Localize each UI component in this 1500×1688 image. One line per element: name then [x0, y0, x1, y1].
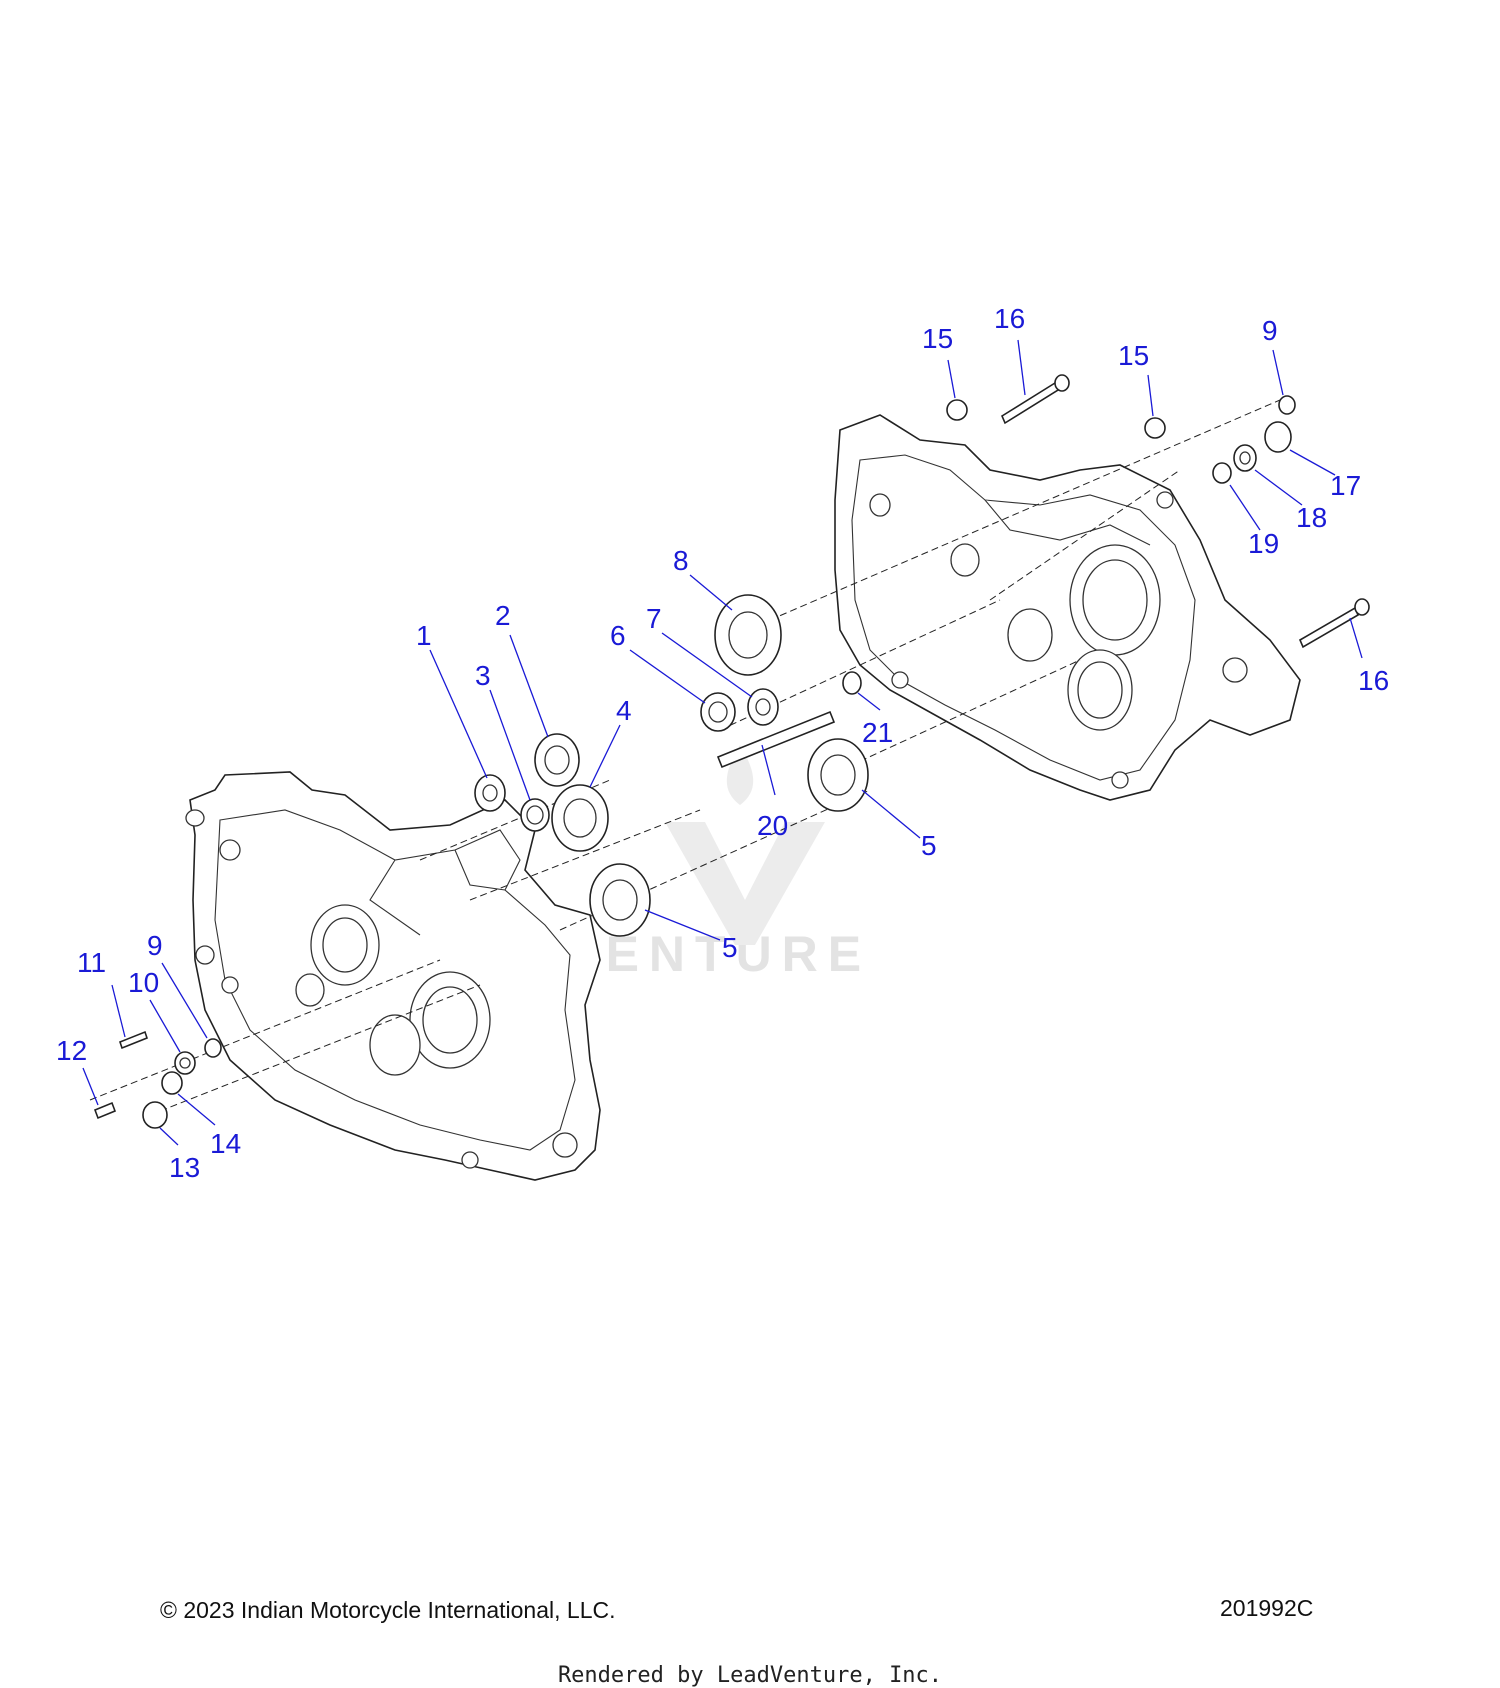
callout-15-right: 15 — [1118, 340, 1149, 371]
assembly-lines — [89, 399, 1281, 1116]
rendered-by-text: Rendered by LeadVenture, Inc. — [557, 1663, 943, 1688]
callout-9-left: 9 — [147, 930, 163, 961]
callout-5-left: 5 — [722, 932, 738, 963]
small-parts — [93, 374, 1370, 1129]
leader-lines — [82, 339, 1363, 1146]
left-crankcase-half — [185, 771, 601, 1181]
callout-2: 2 — [495, 600, 511, 631]
callout-16-top: 16 — [994, 303, 1025, 334]
callout-8: 8 — [673, 545, 689, 576]
callout-6: 6 — [610, 620, 626, 651]
callout-18: 18 — [1296, 502, 1327, 533]
callout-1: 1 — [416, 620, 432, 651]
callout-3: 3 — [475, 660, 491, 691]
callout-9-right: 9 — [1262, 315, 1278, 346]
copyright-text: © 2023 Indian Motorcycle International, … — [160, 1597, 616, 1623]
callout-21: 21 — [862, 717, 893, 748]
callout-4: 4 — [616, 695, 632, 726]
callout-labels: 1 2 3 4 5 5 6 7 8 9 9 10 11 12 13 14 15 … — [56, 303, 1389, 1183]
callout-19: 19 — [1248, 528, 1279, 559]
callout-7: 7 — [646, 603, 662, 634]
right-crankcase-half — [834, 414, 1301, 801]
callout-17: 17 — [1330, 470, 1361, 501]
callout-11: 11 — [77, 947, 106, 978]
callout-5-right: 5 — [921, 830, 937, 861]
callout-14: 14 — [210, 1128, 241, 1159]
callout-10: 10 — [128, 967, 159, 998]
callout-13: 13 — [169, 1152, 200, 1183]
callout-15-left: 15 — [922, 323, 953, 354]
callout-16-right: 16 — [1358, 665, 1389, 696]
callout-12: 12 — [56, 1035, 87, 1066]
callout-20: 20 — [757, 810, 788, 841]
watermark-logo — [665, 745, 825, 945]
document-number: 201992C — [1220, 1595, 1314, 1621]
